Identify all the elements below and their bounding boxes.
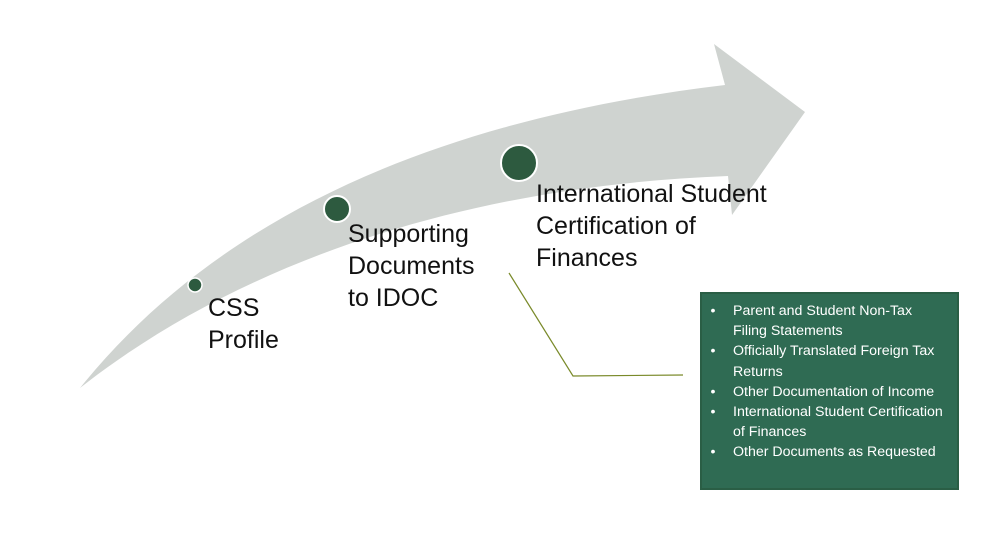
bullet-icon: • <box>710 343 716 360</box>
step-label-css-profile: CSS Profile <box>208 292 279 356</box>
list-item: • Parent and Student Non-Tax Filing State… <box>708 301 947 341</box>
bullet-icon: • <box>710 383 716 400</box>
bullet-icon: • <box>710 444 716 461</box>
documents-callout-box: • Parent and Student Non-Tax Filing State… <box>700 292 959 490</box>
list-item-text: International Student Certification of F… <box>733 404 943 441</box>
step-label-line: International Student <box>536 180 767 208</box>
step-3-dot <box>500 144 538 182</box>
curved-arrow <box>80 44 805 388</box>
step-1-dot <box>187 277 203 293</box>
step-2-dot <box>323 195 351 223</box>
list-item: • International Student Certification of … <box>708 402 947 442</box>
bullet-icon: • <box>710 303 716 319</box>
callout-connector <box>508 272 684 377</box>
list-item-text: Other Documents as Requested <box>733 444 936 461</box>
list-item-text: Officially Translated Foreign Tax Return… <box>733 343 935 380</box>
step-label-line: Certification of <box>536 212 696 240</box>
step-label-line: to IDOC <box>348 284 439 312</box>
step-label-line: CSS <box>208 294 260 322</box>
list-item: • Other Documentation of Income <box>708 382 947 402</box>
list-item-text: Other Documentation of Income <box>733 383 935 400</box>
step-label-line: Documents <box>348 252 475 280</box>
step-label-supporting-documents: Supporting Documents to IDOC <box>348 218 474 314</box>
list-item-text: Parent and Student Non-Tax Filing Statem… <box>733 303 913 340</box>
step-label-international-student: International Student Certification of F… <box>536 178 767 274</box>
list-item: • Officially Translated Foreign Tax Retur… <box>708 341 947 381</box>
bullet-icon: • <box>710 404 716 421</box>
step-label-line: Supporting <box>348 220 469 248</box>
step-label-line: Finances <box>536 244 638 272</box>
documents-list: • Parent and Student Non-Tax Filing State… <box>708 301 947 463</box>
step-label-line: Profile <box>208 326 279 354</box>
list-item: • Other Documents as Requested <box>708 442 947 462</box>
